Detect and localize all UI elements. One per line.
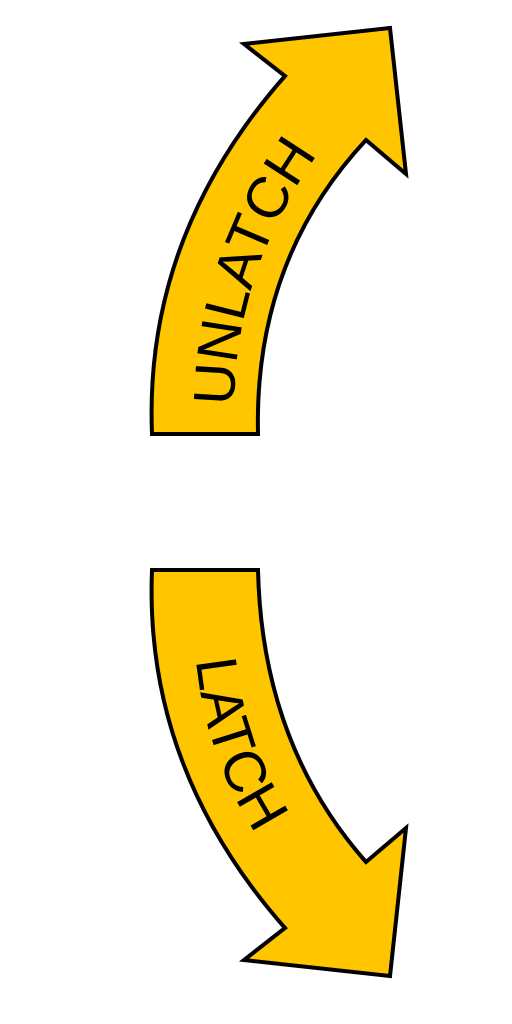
curved-arrow-down-right-icon xyxy=(149,568,409,979)
latch-arrow: LATCH xyxy=(149,568,409,979)
curved-arrow-up-right-icon xyxy=(149,25,409,436)
unlatch-arrow: UNLATCH xyxy=(149,25,409,436)
